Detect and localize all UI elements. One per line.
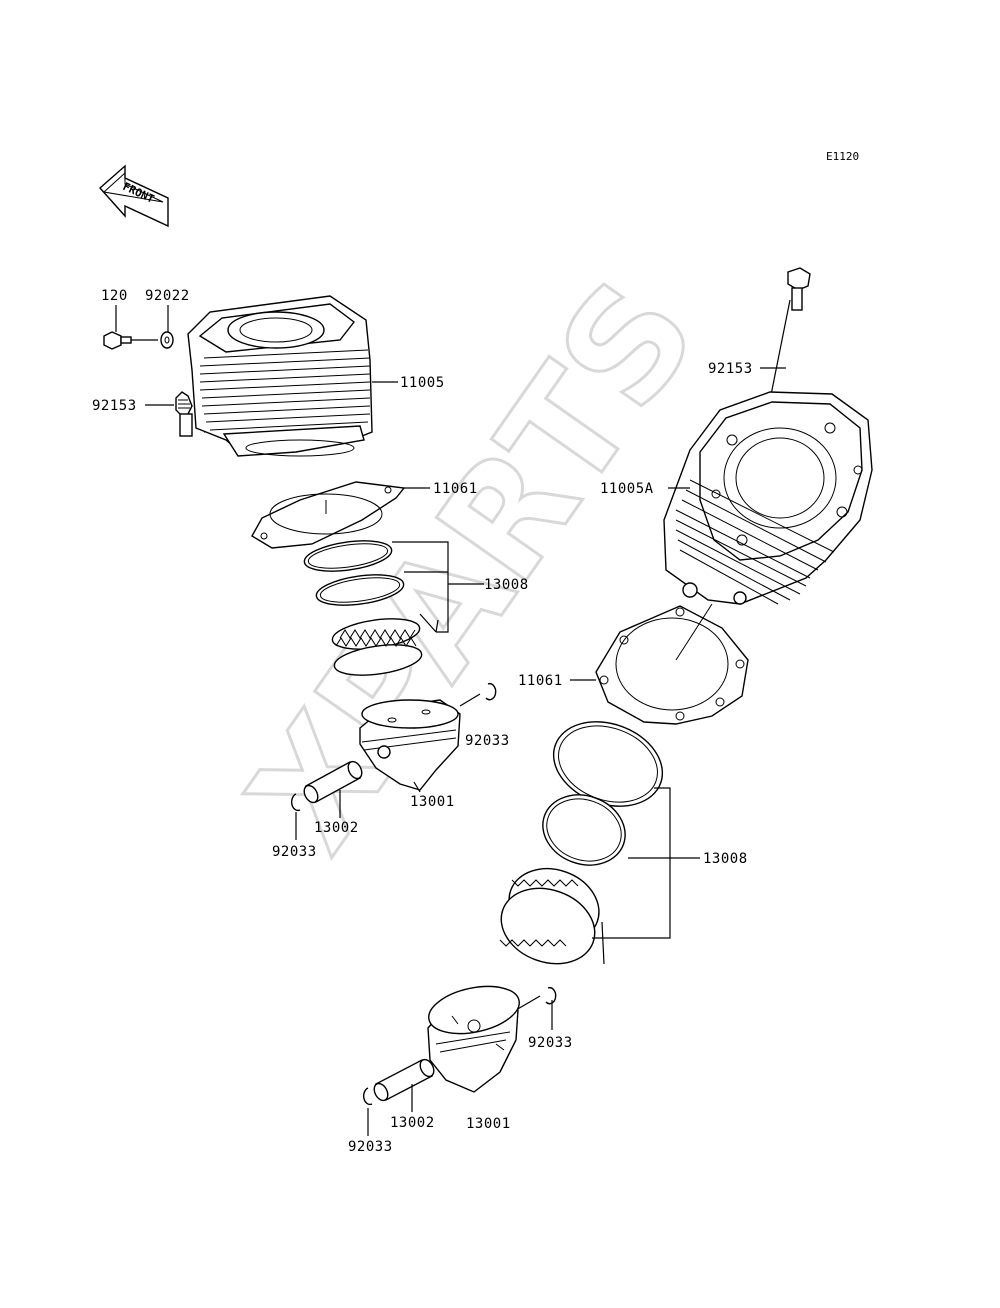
stud-bolt-92153-icon — [175, 391, 193, 437]
label-11061: 11061 — [433, 481, 478, 497]
label-92033: 92033 — [272, 844, 317, 860]
bolt-120-icon — [103, 331, 158, 350]
front-piston-13001 — [359, 699, 461, 791]
front-cylinder-11005 — [187, 295, 373, 457]
label-120: 120 — [101, 288, 128, 304]
rear-piston-pin-13002 — [373, 1058, 435, 1102]
label-92153: 92153 — [708, 361, 753, 377]
front-gasket-11061 — [251, 481, 406, 549]
diagram-code: E1120 — [826, 150, 859, 163]
circlip-92033-icon — [485, 682, 497, 701]
circlip-92033-icon — [363, 1087, 373, 1106]
label-92033: 92033 — [465, 733, 510, 749]
rear-gasket-11061 — [595, 603, 749, 725]
front-arrow-icon: FRONT — [99, 164, 169, 228]
rear-piston-13001 — [427, 985, 520, 1093]
rear-cylinder-group — [363, 267, 873, 1136]
label-13001: 13001 — [410, 794, 455, 810]
label-13002: 13002 — [390, 1115, 435, 1131]
label-13001: 13001 — [466, 1116, 511, 1132]
label-11005: 11005 — [400, 375, 445, 391]
label-92033: 92033 — [348, 1139, 393, 1155]
rear-cylinder-11005A — [663, 391, 873, 605]
front-piston-pin-13002 — [303, 760, 363, 804]
front-piston-rings-13008 — [303, 540, 423, 676]
circlip-92033-icon — [545, 986, 557, 1005]
label-13002: 13002 — [314, 820, 359, 836]
label-92022: 92022 — [145, 288, 190, 304]
circlip-92033-icon — [291, 793, 301, 812]
label-92033: 92033 — [528, 1035, 573, 1051]
rear-piston-rings-13008 — [499, 721, 664, 965]
front-cylinder-group — [103, 295, 497, 840]
label-92153: 92153 — [92, 398, 137, 414]
label-13008: 13008 — [703, 851, 748, 867]
label-13008: 13008 — [484, 577, 529, 593]
stud-bolt-92153-icon — [787, 267, 811, 311]
label-11061: 11061 — [518, 673, 563, 689]
label-11005A: 11005A — [600, 481, 654, 497]
washer-92022-icon — [160, 331, 174, 349]
